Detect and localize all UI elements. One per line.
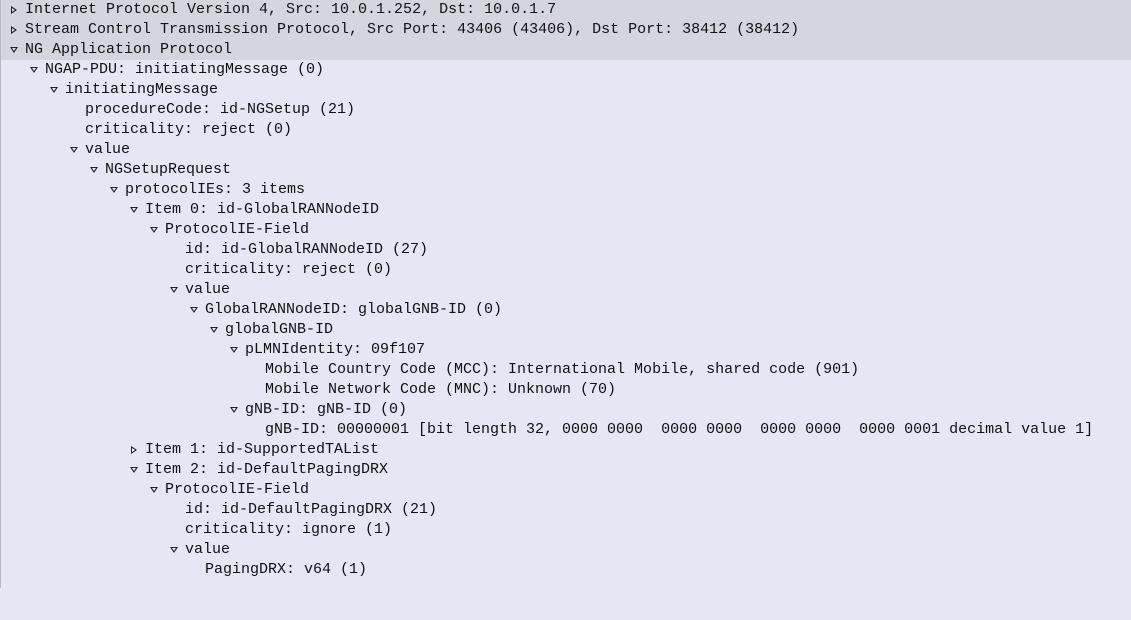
row-label: initiatingMessage xyxy=(65,81,219,98)
expanded-icon[interactable] xyxy=(108,180,120,200)
expanded-icon[interactable] xyxy=(168,540,180,560)
row-label: Internet Protocol Version 4, Src: 10.0.1… xyxy=(25,1,557,18)
row-label: gNB-ID: gNB-ID (0) xyxy=(245,401,408,418)
collapsed-icon[interactable] xyxy=(8,0,20,20)
tree-row[interactable]: value xyxy=(1,280,1131,300)
row-label: ProtocolIE-Field xyxy=(165,221,310,238)
row-label: gNB-ID: 00000001 [bit length 32, 0000 00… xyxy=(265,421,1094,438)
tree-row[interactable]: GlobalRANNodeID: globalGNB-ID (0) xyxy=(1,300,1131,320)
tree-row[interactable]: ProtocolIE-Field xyxy=(1,480,1131,500)
row-label: NGAP-PDU: initiatingMessage (0) xyxy=(45,61,325,78)
row-label: Mobile Network Code (MNC): Unknown (70) xyxy=(265,381,617,398)
expanded-icon[interactable] xyxy=(128,200,140,220)
tree-row[interactable]: id: id-GlobalRANNodeID (27) xyxy=(1,240,1131,260)
tree-row-ipv4[interactable]: Internet Protocol Version 4, Src: 10.0.1… xyxy=(1,0,1131,20)
expanded-icon[interactable] xyxy=(148,220,160,240)
tree-row[interactable]: Item 0: id-GlobalRANNodeID xyxy=(1,200,1131,220)
tree-row[interactable]: criticality: reject (0) xyxy=(1,260,1131,280)
tree-row[interactable]: gNB-ID: 00000001 [bit length 32, 0000 00… xyxy=(1,420,1131,440)
tree-row[interactable]: PagingDRX: v64 (1) xyxy=(1,560,1131,580)
row-label: NGSetupRequest xyxy=(105,161,232,178)
tree-row[interactable]: ProtocolIE-Field xyxy=(1,220,1131,240)
row-label: PagingDRX: v64 (1) xyxy=(205,561,368,578)
row-label: criticality: reject (0) xyxy=(85,121,293,138)
row-label: criticality: ignore (1) xyxy=(185,521,393,538)
row-label: Item 0: id-GlobalRANNodeID xyxy=(145,201,380,218)
row-label: value xyxy=(85,141,131,158)
expanded-icon[interactable] xyxy=(188,300,200,320)
collapsed-icon[interactable] xyxy=(8,20,20,40)
tree-row[interactable]: pLMNIdentity: 09f107 xyxy=(1,340,1131,360)
tree-row[interactable]: Mobile Country Code (MCC): International… xyxy=(1,360,1131,380)
row-label: id: id-DefaultPagingDRX (21) xyxy=(185,501,438,518)
expanded-icon[interactable] xyxy=(228,340,240,360)
expanded-icon[interactable] xyxy=(88,160,100,180)
expanded-icon[interactable] xyxy=(228,400,240,420)
tree-row[interactable]: Item 2: id-DefaultPagingDRX xyxy=(1,460,1131,480)
tree-row[interactable]: NGAP-PDU: initiatingMessage (0) xyxy=(1,60,1131,80)
row-label: globalGNB-ID xyxy=(225,321,334,338)
tree-row[interactable]: globalGNB-ID xyxy=(1,320,1131,340)
row-label: Stream Control Transmission Protocol, Sr… xyxy=(25,21,800,38)
expanded-icon[interactable] xyxy=(128,460,140,480)
row-label: NG Application Protocol xyxy=(25,41,233,58)
row-label: procedureCode: id-NGSetup (21) xyxy=(85,101,356,118)
tree-row[interactable]: criticality: ignore (1) xyxy=(1,520,1131,540)
tree-row-ngap[interactable]: NG Application Protocol xyxy=(1,40,1131,60)
tree-row[interactable]: value xyxy=(1,540,1131,560)
row-label: value xyxy=(185,541,231,558)
expanded-icon[interactable] xyxy=(168,280,180,300)
tree-row[interactable]: gNB-ID: gNB-ID (0) xyxy=(1,400,1131,420)
row-label: id: id-GlobalRANNodeID (27) xyxy=(185,241,429,258)
tree-row[interactable]: Item 1: id-SupportedTAList xyxy=(1,440,1131,460)
collapsed-icon[interactable] xyxy=(128,440,140,460)
expanded-icon[interactable] xyxy=(148,480,160,500)
row-label: protocolIEs: 3 items xyxy=(125,181,306,198)
tree-row[interactable]: NGSetupRequest xyxy=(1,160,1131,180)
expanded-icon[interactable] xyxy=(208,320,220,340)
tree-row[interactable]: initiatingMessage xyxy=(1,80,1131,100)
tree-row[interactable]: id: id-DefaultPagingDRX (21) xyxy=(1,500,1131,520)
tree-row[interactable]: criticality: reject (0) xyxy=(1,120,1131,140)
expanded-icon[interactable] xyxy=(28,60,40,80)
expanded-icon[interactable] xyxy=(68,140,80,160)
row-label: Mobile Country Code (MCC): International… xyxy=(265,361,860,378)
row-label: Item 2: id-DefaultPagingDRX xyxy=(145,461,389,478)
row-label: Item 1: id-SupportedTAList xyxy=(145,441,380,458)
row-label: value xyxy=(185,281,231,298)
packet-details-tree[interactable]: Internet Protocol Version 4, Src: 10.0.1… xyxy=(0,0,1131,588)
row-label: ProtocolIE-Field xyxy=(165,481,310,498)
tree-row-sctp[interactable]: Stream Control Transmission Protocol, Sr… xyxy=(1,20,1131,40)
tree-row[interactable]: value xyxy=(1,140,1131,160)
row-label: pLMNIdentity: 09f107 xyxy=(245,341,426,358)
expanded-icon[interactable] xyxy=(8,40,20,60)
tree-row[interactable]: procedureCode: id-NGSetup (21) xyxy=(1,100,1131,120)
tree-row[interactable]: Mobile Network Code (MNC): Unknown (70) xyxy=(1,380,1131,400)
row-label: criticality: reject (0) xyxy=(185,261,393,278)
row-label: GlobalRANNodeID: globalGNB-ID (0) xyxy=(205,301,503,318)
tree-row[interactable]: protocolIEs: 3 items xyxy=(1,180,1131,200)
expanded-icon[interactable] xyxy=(48,80,60,100)
